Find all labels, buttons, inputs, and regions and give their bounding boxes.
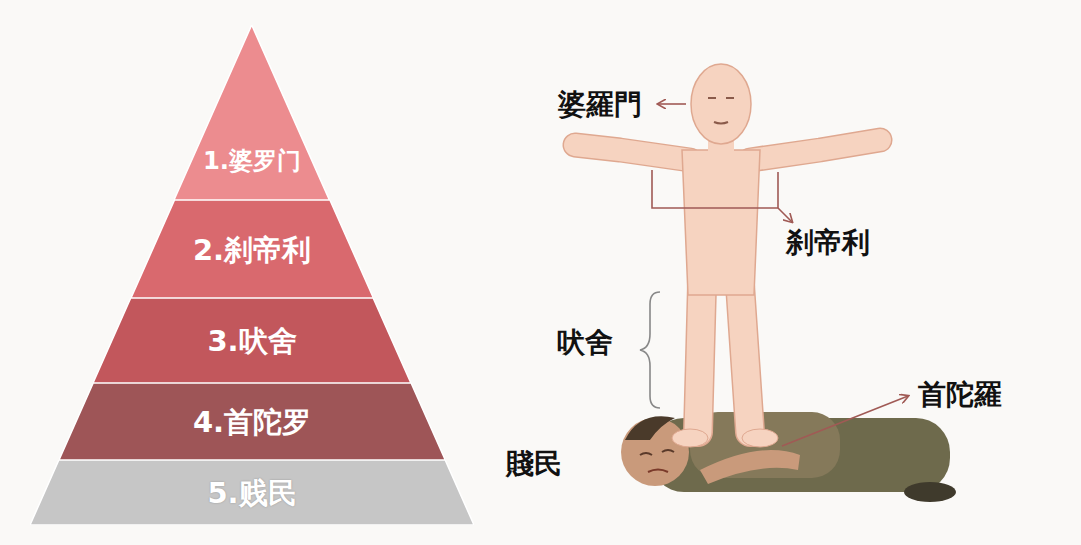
caste-name: 5.贱民: [30, 476, 474, 511]
standing-person: [575, 64, 880, 447]
caste-name: 2.刹帝利: [131, 233, 373, 268]
pyramid-band: 1.婆罗门: [174, 25, 329, 200]
part-label: 婆羅門: [558, 88, 642, 122]
curly-brace: [640, 292, 660, 408]
pyramid-band: 3.吠舍: [93, 298, 411, 383]
part-label: 首陀羅: [918, 378, 1002, 412]
pyramid-band: 4.首陀罗: [59, 383, 445, 460]
lying-person: [621, 412, 956, 502]
leader-line: [782, 396, 908, 446]
part-label: 刹帝利: [786, 226, 870, 260]
pyramid-band: 2.刹帝利: [131, 200, 373, 298]
leader-line: [778, 208, 792, 222]
part-label: 賤民: [506, 447, 562, 481]
bracket: [652, 170, 778, 208]
caste-name: 3.吠舍: [93, 324, 411, 359]
caste-name: 1.婆罗门: [174, 143, 329, 178]
pyramid-band: 5.贱民: [30, 460, 474, 525]
part-label: 吠舍: [557, 326, 613, 360]
leader-line: [658, 103, 686, 105]
caste-name: 4.首陀罗: [59, 405, 445, 440]
